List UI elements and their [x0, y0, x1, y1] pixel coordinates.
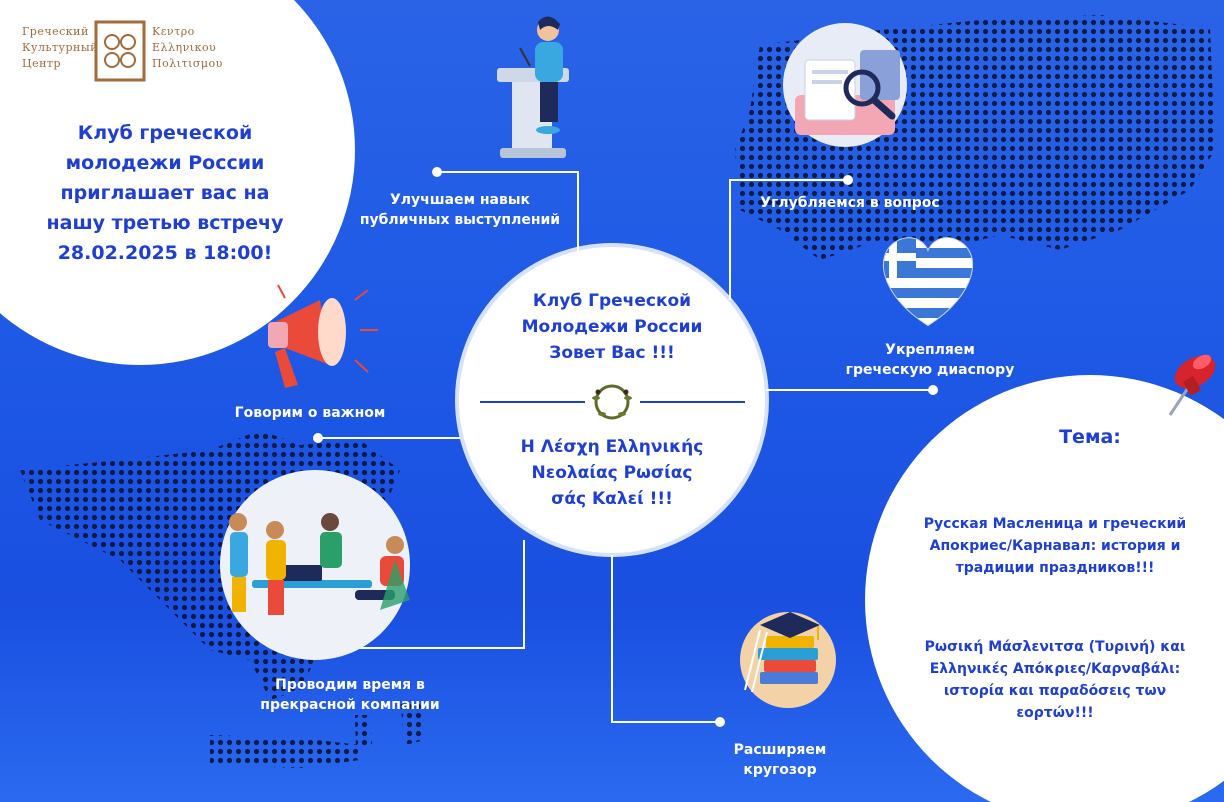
public-speaking-line-1: Улучшаем навык [389, 192, 531, 208]
invite-line-2: молодежи России [65, 152, 265, 174]
invite-circle [0, 0, 355, 365]
push-pin-icon [1168, 354, 1216, 416]
center-ru-line-2: Молодежи России [521, 317, 703, 337]
topic-gr-line-4: εορτών!!! [1016, 705, 1094, 721]
horizons-line-1: Расширяем [733, 742, 827, 758]
label-deep-dive: Углубляемся в вопрос [730, 193, 970, 213]
invite-line-4: нашу третью встречу [46, 212, 284, 234]
topic-ru-line-2: Апокриес/Карнавал: история и [929, 538, 1181, 554]
topic-gr-line-1: Ρωσική Μάσλενιτσα (Τυρινή) και [924, 639, 1186, 655]
center-gr-line-1: Η Λέσχη Ελληνικής [520, 437, 704, 457]
logo-left-line-3: Центр [22, 57, 62, 70]
logo-right-line-2: Ελληνικου [152, 41, 217, 54]
team-meeting-icon [220, 470, 410, 660]
topic-text-ru: Русская Масленица и греческий Апокриес/К… [900, 513, 1210, 579]
topic-ru-line-3: традиции праздников!!! [955, 560, 1155, 576]
books-graduation-cap-icon [740, 612, 836, 708]
connector-lines [318, 171, 933, 723]
topic-gr-line-3: ιστορία και παραδόσεις των [943, 683, 1167, 699]
logo-text-right: Κεντρο Ελληνικου Πολιτισμου [152, 24, 232, 72]
invite-line-1: Клуб греческой [77, 122, 253, 144]
logo-left-line-2: Культурный [22, 41, 98, 54]
label-public-speaking: Улучшаем навык публичных выступлений [330, 190, 590, 230]
podium-speaker-icon [497, 16, 569, 158]
public-speaking-line-2: публичных выступлений [359, 212, 561, 228]
company-line-2: прекрасной компании [260, 697, 440, 713]
connector-dots [313, 167, 938, 727]
center-ru-line-1: Клуб Греческой [532, 291, 692, 311]
topic-circle [865, 375, 1224, 802]
topic-title: Тема: [1059, 426, 1121, 448]
deep-dive-line-1: Углубляемся в вопрос [760, 195, 940, 211]
logo-text-left: Греческий Культурный Центр [22, 24, 98, 72]
label-horizons: Расширяем кругозор [680, 740, 880, 780]
documents-magnifier-icon [783, 23, 907, 147]
diaspora-line-1: Укрепляем [885, 342, 975, 358]
diaspora-line-2: греческую диаспору [845, 362, 1015, 378]
logo-emblem [94, 20, 146, 82]
logo-right-line-1: Κεντρο [152, 25, 195, 38]
topic-gr-line-2: Ελληνικές Απόκριες/Καρναβάλι: [929, 661, 1181, 677]
logo-right-line-3: Πολιτισμου [152, 57, 223, 70]
center-title-ru: Клуб Греческой Молодежи России Зовет Вас… [470, 288, 754, 366]
invite-line-3: приглашает вас на [60, 182, 270, 204]
logo-left-line-1: Греческий [22, 25, 89, 38]
company-line-1: Проводим время в [275, 677, 425, 693]
invite-line-5: 28.02.2025 в 18:00! [57, 242, 273, 264]
center-ru-line-3: Зовет Вас !!! [549, 343, 675, 363]
topic-text-gr: Ρωσική Μάσλενιτσα (Τυρινή) και Ελληνικές… [900, 636, 1210, 724]
horizons-line-2: кругозор [743, 762, 817, 778]
greek-flag-heart-icon [883, 237, 973, 327]
center-gr-line-2: Νεολαίας Ρωσίας [531, 463, 693, 483]
center-title-gr: Η Λέσχη Ελληνικής Νεολαίας Ρωσίας σάς Κα… [470, 434, 754, 512]
label-diaspora: Укрепляем греческую диаспору [820, 340, 1040, 380]
center-gr-line-3: σάς Καλεί !!! [551, 489, 673, 509]
label-company: Проводим время в прекрасной компании [220, 675, 480, 715]
important-line-1: Говорим о важном [234, 405, 386, 421]
invitation-text: Клуб греческой молодежи России приглашае… [20, 118, 310, 268]
label-important: Говорим о важном [200, 403, 420, 423]
olive-wreath-icon [592, 384, 632, 420]
topic-ru-line-1: Русская Масленица и греческий [923, 516, 1187, 532]
megaphone-icon [268, 284, 378, 388]
